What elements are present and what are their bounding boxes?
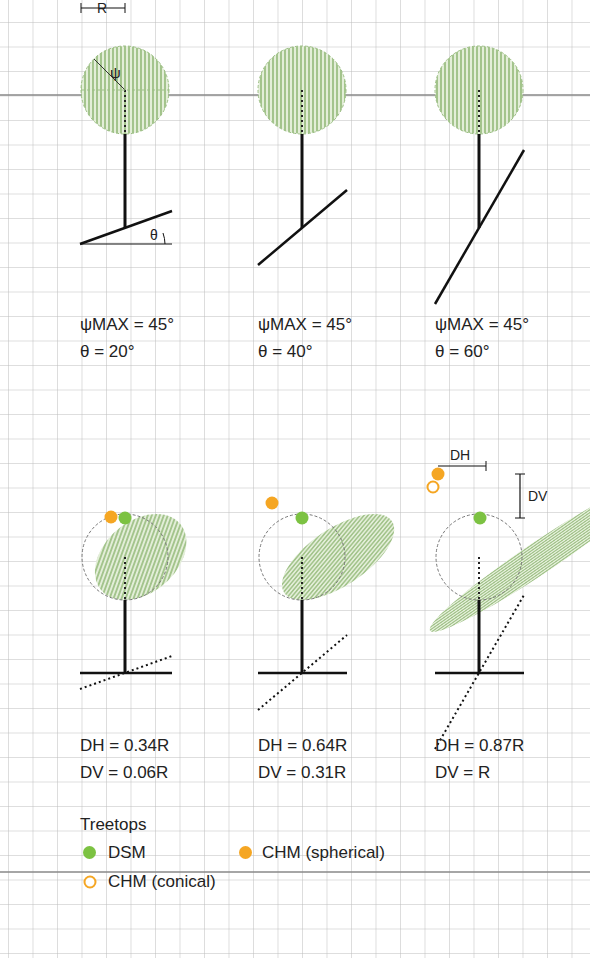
angle-label: ψ [110,64,121,82]
legend-swatch [239,846,252,859]
tree-leaning [405,461,590,749]
legend-ring [85,877,96,888]
result-label: DV = 0.06R [80,764,168,782]
result-label: DV = 0.31R [258,764,346,782]
tree-upright [435,46,524,304]
dim-label: DV [528,487,547,505]
legend-swatch [83,846,96,859]
param-label: θ = 60° [435,343,490,361]
tree-leaning [80,511,199,690]
tree-upright [80,3,172,244]
legend-text: DSM [108,844,146,862]
legend-text: CHM (spherical) [262,844,385,862]
dim-label: DH [450,446,470,464]
result-label: DH = 0.34R [80,737,169,755]
param-label: ψMAX = 45° [435,316,529,334]
tree-leaning [258,497,417,711]
param-label: θ = 20° [80,343,135,361]
param-label: ψMAX = 45° [80,316,174,334]
result-label: DV = R [435,764,490,782]
param-label: θ = 40° [258,343,313,361]
tree-upright [258,46,347,265]
dim-label: R [97,0,107,17]
result-label: DH = 0.87R [435,737,524,755]
legend-text: CHM (conical) [108,873,216,891]
param-label: ψMAX = 45° [258,316,352,334]
angle-label: θ [150,226,158,244]
result-label: DH = 0.64R [258,737,347,755]
legend-title: Treetops [80,816,146,834]
